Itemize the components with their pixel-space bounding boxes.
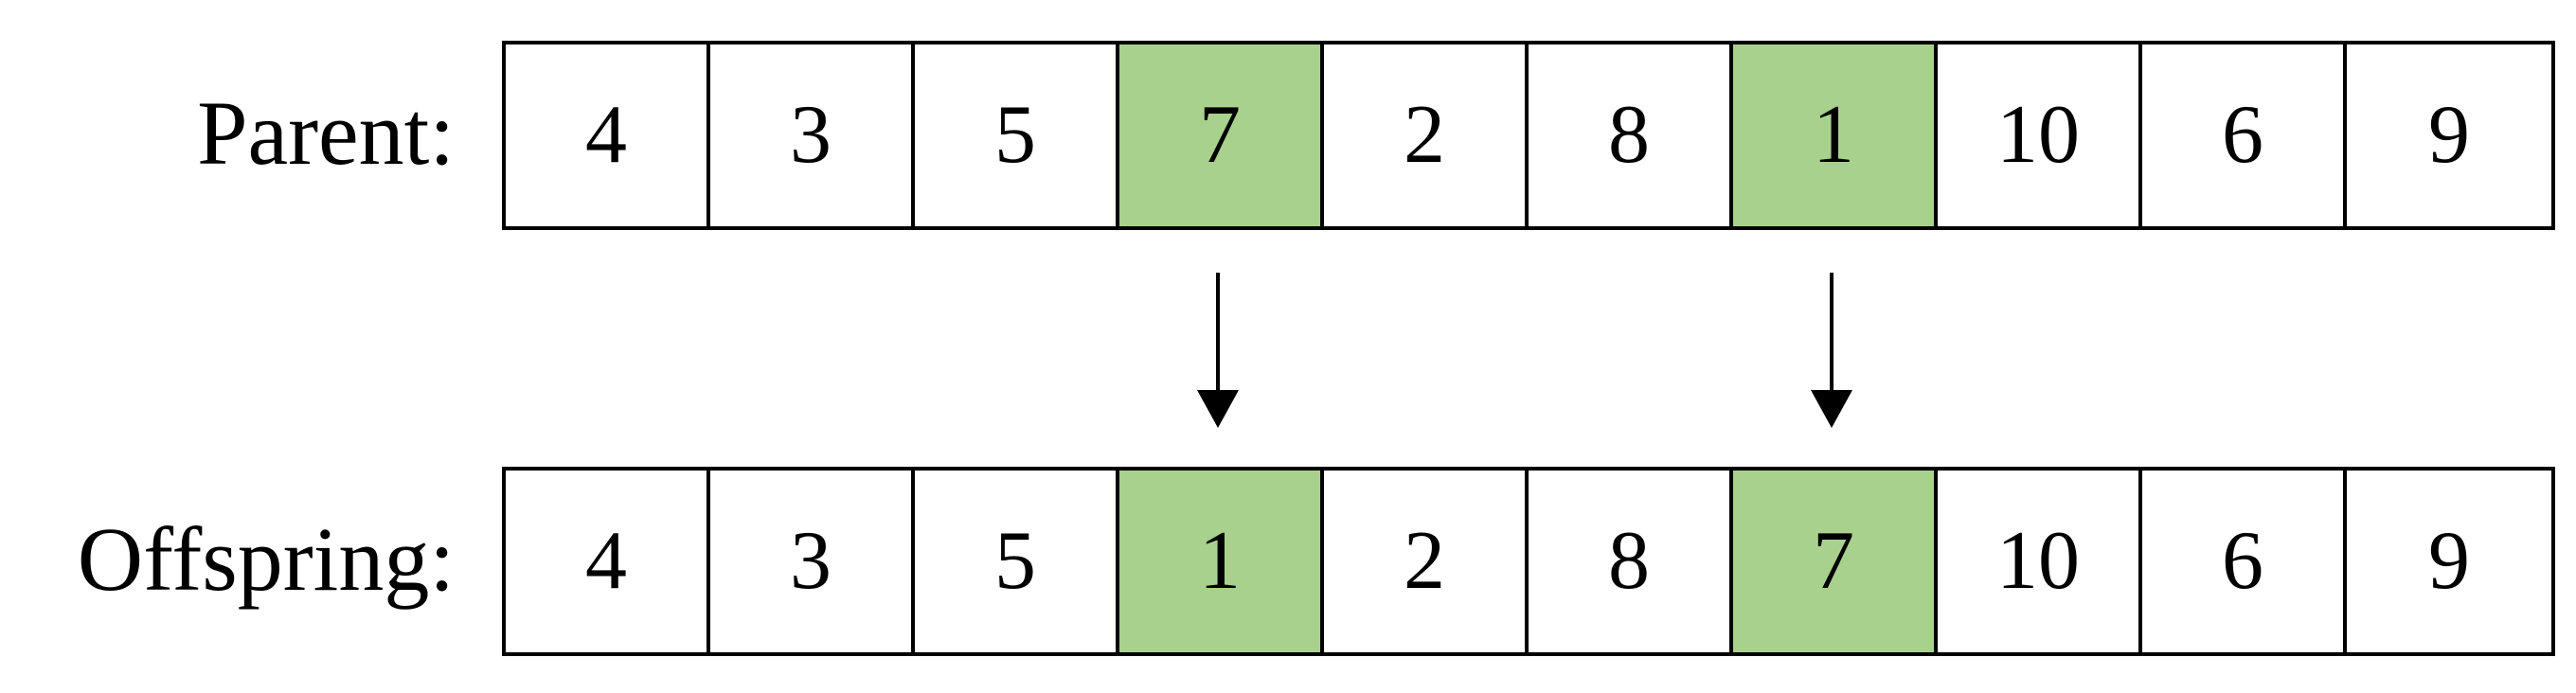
parent-label: Parent:: [197, 82, 455, 184]
offspring-gene-2: 3: [710, 471, 915, 652]
offspring-gene-9: 6: [2142, 471, 2347, 652]
parent-gene-2: 3: [710, 44, 915, 226]
parent-gene-4: 7: [1119, 44, 1324, 226]
offspring-gene-5: 2: [1324, 471, 1529, 652]
parent-gene-6: 8: [1529, 44, 1733, 226]
offspring-gene-8: 10: [1938, 471, 2142, 652]
offspring-gene-7: 7: [1733, 471, 1938, 652]
down-arrow-icon: [1197, 273, 1239, 428]
down-arrow-icon: [1811, 273, 1852, 428]
parent-gene-5: 2: [1324, 44, 1529, 226]
offspring-gene-6: 8: [1529, 471, 1733, 652]
offspring-gene-3: 5: [915, 471, 1119, 652]
offspring-gene-1: 4: [506, 471, 710, 652]
offspring-gene-4: 1: [1119, 471, 1324, 652]
offspring-gene-10: 9: [2347, 471, 2551, 652]
parent-gene-7: 1: [1733, 44, 1938, 226]
parent-gene-9: 6: [2142, 44, 2347, 226]
parent-gene-3: 5: [915, 44, 1119, 226]
parent-gene-1: 4: [506, 44, 710, 226]
offspring-label: Offspring:: [77, 508, 455, 610]
parent-gene-8: 10: [1938, 44, 2142, 226]
parent-gene-10: 9: [2347, 44, 2551, 226]
